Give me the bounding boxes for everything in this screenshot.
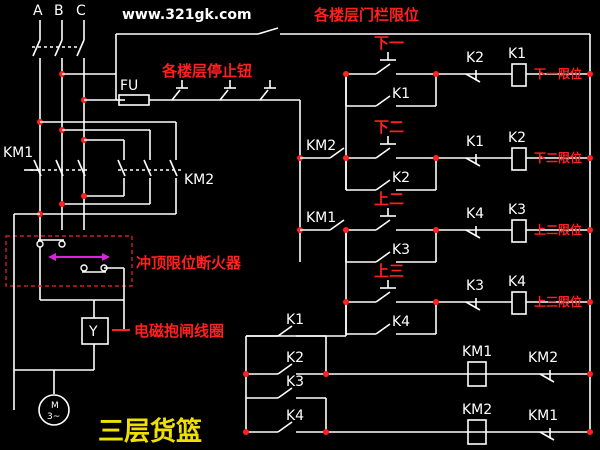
row-limit-label: 上三限位 [534, 294, 582, 309]
bottom-interlock-label: KM2 [462, 402, 492, 418]
km1-ctrl-label: KM1 [306, 210, 336, 226]
row-limit-label: 下二限位 [534, 150, 582, 165]
top-limit-box [5, 235, 133, 287]
row-button-label: 下一 [374, 34, 404, 52]
row-relay-label: K2 [508, 130, 526, 146]
km2-main-label: KM2 [184, 172, 214, 188]
brake-coil-note: 电磁抱闸线圈 [134, 322, 224, 340]
row-contact-label: K4 [392, 314, 410, 330]
row-relay-label: K1 [508, 46, 526, 62]
row-contact-label: K3 [392, 242, 410, 258]
bottom-contact1-label: K1 [286, 312, 304, 328]
contactor-km2-main [37, 121, 184, 217]
row-button-label: 下二 [374, 118, 404, 136]
door-limit-note: 各楼层门栏限位 [313, 6, 419, 24]
phase-b-label: B [54, 3, 64, 19]
row-contact-label: K1 [392, 86, 410, 102]
phase-a-label: A [33, 3, 43, 19]
diagram-title: 三层货篮 [98, 416, 202, 447]
row-limit-label: 下一限位 [534, 66, 582, 81]
fuse-label: FU [120, 78, 138, 94]
row-relay-label: K4 [508, 274, 526, 290]
bottom-contact2-label: K4 [286, 408, 304, 424]
brake-coil [40, 299, 130, 370]
contactor-km1-main [24, 159, 88, 177]
motor [14, 369, 94, 426]
motor-phase-label: 3~ [47, 412, 60, 422]
bottom-coil-label: KM2 [528, 350, 558, 366]
row-interlock-label: K2 [466, 50, 484, 66]
website-label: www.321gk.com [122, 7, 252, 23]
row-interlock-label: K1 [466, 134, 484, 150]
bottom-coil-label: KM1 [528, 408, 558, 424]
row-interlock-label: K3 [466, 278, 484, 294]
stop-button-note: 各楼层停止钮 [161, 62, 252, 80]
row-interlock-label: K4 [466, 206, 484, 222]
row-button-label: 上二 [374, 190, 404, 208]
row-relay-label: K3 [508, 202, 526, 218]
top-limit-note: 冲顶限位断火器 [136, 254, 242, 272]
motor-label: M [51, 401, 59, 411]
row-contact-label: K2 [392, 170, 410, 186]
brake-label: Y [88, 324, 98, 340]
bottom-interlock-label: KM1 [462, 344, 492, 360]
stop-buttons [171, 80, 276, 101]
phase-c-label: C [76, 3, 86, 19]
control-rows [300, 74, 347, 336]
km1-main-label: KM1 [3, 145, 33, 161]
top-limit-switch [13, 213, 125, 410]
km2-ctrl-label: KM2 [306, 138, 336, 154]
bottom-contact2-label: K2 [286, 350, 304, 366]
bottom-contact1-label: K3 [286, 374, 304, 390]
row-button-label: 上三 [374, 262, 404, 280]
row-limit-label: 上二限位 [534, 222, 582, 237]
